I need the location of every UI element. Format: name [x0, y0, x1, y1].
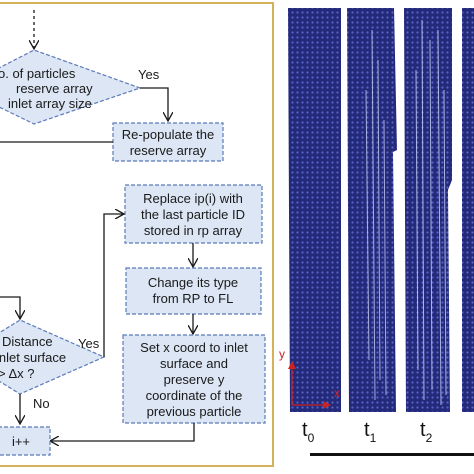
change-type-line-2: from RP to FL — [153, 291, 234, 306]
yes-label-2: Yes — [78, 336, 100, 351]
decision-distance-line-2: inlet surface — [0, 350, 66, 365]
change-type-box — [125, 267, 262, 315]
set-coord-line-1: Set x coord to inlet — [140, 340, 248, 355]
flowchart-frame — [0, 2, 274, 467]
replace-line-1: Replace ip(i) with — [143, 191, 243, 206]
change-type-line-1: Change its type — [148, 275, 238, 290]
set-to-increment-arrow — [51, 423, 195, 441]
flow-streaks-t1 — [365, 29, 387, 401]
particle-panels: y x t0 t1 t2 — [279, 8, 474, 456]
decision-distance-line-1: Distance — [2, 334, 53, 349]
no-label: No — [33, 396, 50, 411]
axis-x-label: x — [334, 386, 340, 400]
repopulate-box — [112, 122, 224, 162]
set-coord-line-3: preserve y — [164, 372, 225, 387]
replace-box — [124, 184, 263, 244]
increment-label: i++ — [12, 434, 30, 449]
time-label-t0: t0 — [302, 419, 315, 445]
particle-column-t0 — [288, 8, 341, 412]
decision-particles-line-2: reserve array — [16, 81, 93, 96]
particle-column-partial — [462, 8, 474, 412]
set-coord-line-4: coordinate of the — [146, 388, 243, 403]
flow-streaks-t2 — [415, 19, 447, 406]
repopulate-line-1: Re-populate the — [122, 127, 215, 142]
time-label-t1: t1 — [364, 419, 377, 445]
yes-arrow-2 — [103, 214, 123, 357]
decision-distance-line-3: > Δx ? — [0, 366, 35, 381]
decision-particles-line-1: o. of particles — [0, 66, 76, 81]
time-label-t2: t2 — [420, 419, 433, 445]
yes-label-1: Yes — [138, 67, 160, 82]
repopulate-line-2: reserve array — [130, 143, 207, 158]
axis-y-label: y — [279, 347, 285, 361]
loop-entry-line — [0, 296, 20, 318]
axis-indicator: y x — [279, 347, 340, 409]
yes-arrow-1 — [140, 87, 168, 120]
flowchart-panel: o. of particles reserve array inlet arra… — [0, 2, 274, 467]
time-axis-bar — [310, 453, 474, 456]
increment-box — [0, 426, 51, 456]
particle-column-t1 — [347, 8, 397, 412]
set-coord-line-5: previous particle — [147, 404, 242, 419]
set-coord-line-2: surface and — [160, 356, 228, 371]
replace-line-3: stored in rp array — [144, 223, 243, 238]
decision-particles-line-3: inlet array size — [8, 96, 92, 111]
replace-line-2: the last particle ID — [141, 207, 245, 222]
